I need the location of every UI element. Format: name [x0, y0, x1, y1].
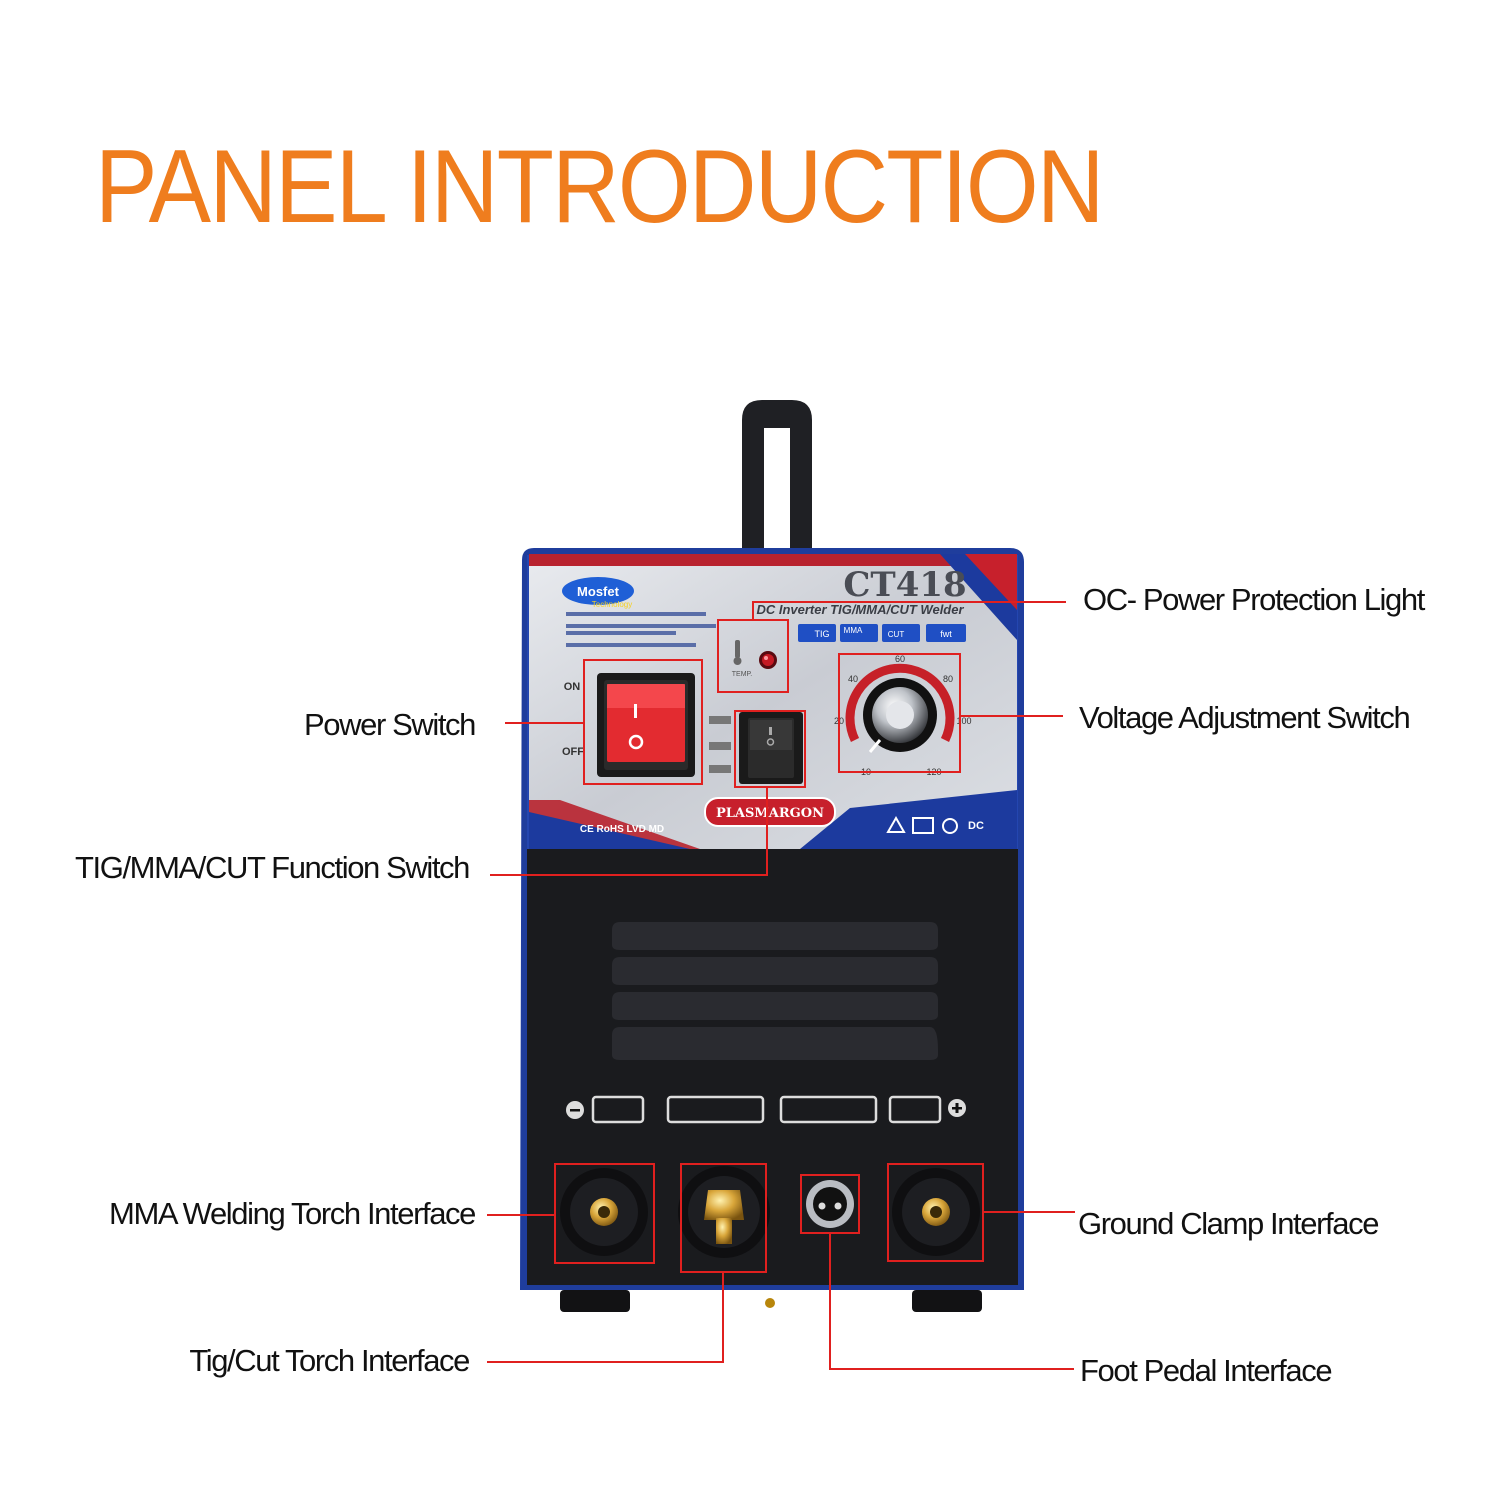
brand-badge-sub: Technology — [592, 600, 632, 609]
dial-tick-80: 80 — [943, 674, 953, 684]
front-panel — [527, 849, 1018, 1285]
label-voltage-adjustment-switch: Voltage Adjustment Switch — [1079, 700, 1411, 735]
power-switch[interactable]: ON OFF — [562, 673, 695, 777]
foot-pedal-socket[interactable] — [806, 1180, 854, 1228]
callout-box-function-switch — [734, 710, 806, 788]
callout-box-mma-torch — [554, 1163, 655, 1264]
label-function-switch: TIG/MMA/CUT Function Switch — [75, 850, 470, 885]
dial-tick-40: 40 — [848, 674, 858, 684]
power-on-text: ON — [564, 681, 581, 693]
model-name: CT418 — [843, 565, 966, 605]
callout-box-voltage-knob — [838, 653, 961, 773]
brand-plate: PLASMARGON — [704, 797, 836, 827]
callout-line-function-switch — [490, 787, 768, 876]
label-ground-clamp-interface: Ground Clamp Interface — [1078, 1206, 1379, 1241]
carry-handle — [742, 400, 812, 560]
ground-clamp-socket[interactable] — [892, 1168, 980, 1256]
temp-label: TEMP. — [732, 671, 753, 678]
callout-markers — [487, 601, 1075, 1370]
label-mma-welding-torch-interface: MMA Welding Torch Interface — [109, 1196, 476, 1231]
cert-marks: CE RoHS LVD MD — [580, 824, 664, 835]
callout-line-foot-pedal — [829, 1233, 1074, 1370]
power-off-text: OFF — [562, 746, 584, 758]
machine-subtitle: DC Inverter TIG/MMA/CUT Welder — [756, 602, 964, 617]
dc-mark: DC — [968, 820, 984, 832]
mode-tag-tig: TIG — [815, 629, 830, 639]
label-foot-pedal-interface: Foot Pedal Interface — [1080, 1353, 1333, 1388]
voltage-knob[interactable]: 10 20 40 60 80 100 120 — [834, 654, 972, 777]
function-switch[interactable] — [709, 712, 803, 784]
brand-badge: Mosfet — [577, 584, 620, 599]
label-power-switch: Power Switch — [304, 707, 476, 742]
page-title: PANEL INTRODUCTION — [95, 129, 1104, 245]
callout-line-tig-cut-torch — [487, 1272, 724, 1363]
mode-tag-fwt: fwt — [940, 629, 952, 639]
label-oc-power-protection-light: OC- Power Protection Light — [1083, 582, 1425, 617]
warning-icons: DC — [886, 815, 984, 834]
mode-tag-cut: CUT — [888, 630, 905, 639]
control-plate: Mosfet Technology CT418 DC Inverter TIG/… — [529, 554, 1017, 849]
mma-torch-socket[interactable] — [560, 1168, 648, 1256]
dial-tick-100: 100 — [956, 716, 971, 726]
mode-tag-mma: MMA — [844, 626, 863, 635]
brand-plate-text: PLASMARGON — [716, 806, 824, 821]
callout-line-oc-light — [752, 601, 1066, 620]
label-tig-cut-torch-interface: Tig/Cut Torch Interface — [189, 1343, 470, 1378]
mode-tags: TIG MMA CUT fwt — [798, 624, 966, 642]
dial-tick-60: 60 — [895, 654, 905, 664]
tig-cut-torch-socket[interactable] — [678, 1166, 770, 1258]
temp-indicator: TEMP. — [732, 640, 777, 678]
